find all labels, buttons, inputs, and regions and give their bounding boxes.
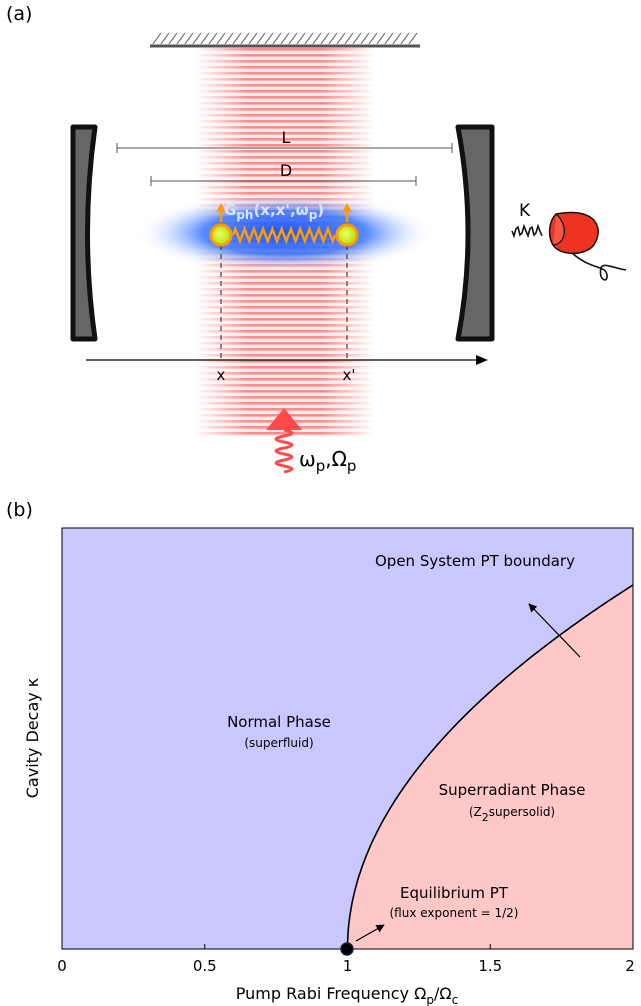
x-tick-label: 2 bbox=[625, 957, 635, 975]
normal-phase-label: Normal Phase bbox=[227, 713, 331, 731]
right-cavity-mirror bbox=[455, 124, 495, 342]
mirror-hatch bbox=[328, 32, 338, 45]
atom-cloud bbox=[135, 193, 435, 273]
pump-arrow bbox=[266, 408, 302, 474]
mirror-hatch bbox=[240, 32, 250, 45]
x-tick-label: 0.5 bbox=[193, 957, 217, 975]
mirror-hatch bbox=[208, 32, 218, 45]
mirror-hatch bbox=[288, 32, 298, 45]
x-tick-label: 1 bbox=[343, 957, 353, 975]
atom-right bbox=[335, 203, 359, 247]
y-axis-label: Cavity Decay κ bbox=[23, 677, 42, 798]
photon-propagator-spring bbox=[231, 225, 337, 245]
mirror-hatch bbox=[152, 32, 162, 45]
superradiant-phase-sublabel: (Z2supersolid) bbox=[469, 805, 555, 824]
cloud-length-label: D bbox=[280, 161, 292, 180]
position-axis-arrowhead bbox=[476, 355, 488, 365]
mirror-hatch bbox=[216, 32, 226, 45]
mirror-hatch bbox=[232, 32, 242, 45]
mirror-hatch bbox=[320, 32, 330, 45]
mirror-hatch bbox=[336, 32, 346, 45]
x-axis-ticks: 0 0.5 1 1.5 2 bbox=[57, 944, 635, 975]
photodetector-icon bbox=[548, 211, 627, 281]
equilibrium-pt-label: Equilibrium PT bbox=[400, 884, 509, 902]
superradiant-phase-region bbox=[347, 585, 633, 949]
mirror-hatch bbox=[344, 32, 354, 45]
phase-diagram: 0 0.5 1 1.5 2 bbox=[57, 527, 635, 975]
cavity-length-label: L bbox=[282, 128, 291, 147]
mirror-hatch bbox=[272, 32, 282, 45]
mirror-hatch bbox=[376, 32, 386, 45]
open-boundary-arrow bbox=[528, 603, 581, 658]
cavity-loss-photon-wave bbox=[511, 223, 543, 239]
mirror-hatch bbox=[160, 32, 170, 45]
mirror-hatch bbox=[264, 32, 274, 45]
atom-left bbox=[209, 203, 233, 247]
mirror-hatch bbox=[200, 32, 210, 45]
x-tick-label: 1.5 bbox=[478, 957, 502, 975]
cloud-length-marker bbox=[150, 176, 417, 186]
open-boundary-label: Open System PT boundary bbox=[375, 552, 575, 570]
mirror-hatch bbox=[352, 32, 362, 45]
mirror-hatch bbox=[256, 32, 266, 45]
mirror-hatch bbox=[384, 32, 394, 45]
mirror-hatch bbox=[280, 32, 290, 45]
mirror-hatch bbox=[168, 32, 178, 45]
mirror-hatch bbox=[408, 32, 418, 45]
x-axis-label: Pump Rabi Frequency Ωp/Ωc bbox=[236, 984, 458, 1006]
equilibrium-pt-arrow bbox=[355, 924, 385, 942]
normal-phase-sublabel: (superfluid) bbox=[244, 736, 313, 750]
equilibrium-pt-sublabel: (flux exponent = 1/2) bbox=[390, 906, 519, 920]
mirror-hatch bbox=[360, 32, 370, 45]
pump-label: ωp,Ωp bbox=[299, 447, 356, 475]
retro-reflector-mirror bbox=[150, 32, 420, 48]
mirror-hatch bbox=[312, 32, 322, 45]
mirror-hatch bbox=[224, 32, 234, 45]
cavity-length-marker bbox=[116, 143, 453, 153]
propagator-label: Gph(x,x',ωp) bbox=[224, 201, 324, 222]
mirror-hatch bbox=[184, 32, 194, 45]
mirror-hatch bbox=[176, 32, 186, 45]
mirror-hatch bbox=[248, 32, 258, 45]
left-cavity-mirror bbox=[70, 124, 98, 342]
mirror-hatch bbox=[368, 32, 378, 45]
phase-boundary-curve bbox=[346, 584, 634, 950]
mirror-hatch bbox=[192, 32, 202, 45]
mirror-hatch bbox=[304, 32, 314, 45]
mirror-hatch bbox=[296, 32, 306, 45]
x-tick-label: 0 bbox=[57, 957, 67, 975]
position-xp-label: x' bbox=[342, 366, 355, 384]
position-x-label: x bbox=[217, 366, 226, 384]
mirror-hatch bbox=[400, 32, 410, 45]
mirror-hatch bbox=[392, 32, 402, 45]
superradiant-phase-label: Superradiant Phase bbox=[439, 781, 586, 799]
critical-point-marker bbox=[340, 942, 354, 956]
panel-a-label: (a) bbox=[6, 3, 32, 25]
cavity-loss-label: K bbox=[519, 201, 531, 221]
panel-b-label: (b) bbox=[6, 499, 33, 521]
